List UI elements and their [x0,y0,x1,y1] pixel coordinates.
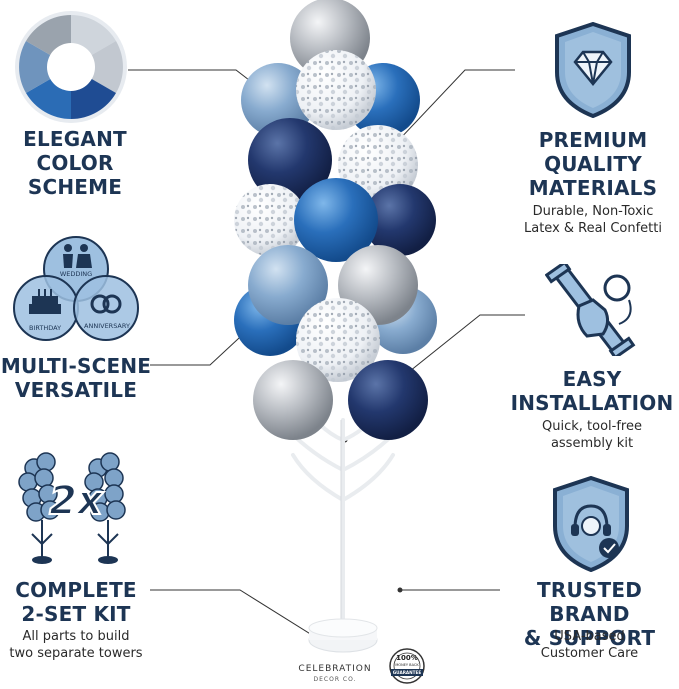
guarantee-top: 100% [396,654,418,662]
kit-title: COMPLETE 2-SET KIT [15,578,137,626]
brand-subtitle: DECOR CO. [313,676,357,683]
balloon-tower [234,0,437,653]
scene-label-birthday: BIRTHDAY [28,324,62,332]
brand-name: CELEBRATION [298,664,372,674]
two-x-badge: 2x [48,477,104,525]
scene-label-anniversary: ANNIVERSARY [84,322,130,330]
scene-venn-icon: WEDDING BIRTHDAY ANNIVERSARY [12,236,140,342]
guarantee-mid: MONEY BACK [395,663,419,667]
support-title: TRUSTED BRAND & SUPPORT [523,578,656,650]
installation-title: EASY INSTALLATION [510,367,674,415]
diamond-shield-icon [553,22,633,118]
installation-description: Quick, tool-free assembly kit [542,419,642,451]
versatile-title: MULTI-SCENE VERSATILE [0,354,152,402]
birthday-cake-icon [29,289,61,314]
materials-description: Durable, Non-Toxic Latex & Real Confetti [524,204,662,236]
two-towers-icon: 2x [14,450,134,570]
support-description: USA-based Customer Care [540,629,639,661]
guarantee-label: GUARANTEE [392,670,422,675]
color-scheme-wheel-icon [14,10,128,124]
support-shield-icon [551,476,631,572]
tool-install-icon [545,264,640,356]
anniversary-rings-icon [90,294,122,314]
scene-label-wedding: WEDDING [59,270,93,278]
color-scheme-title: ELEGANT COLOR SCHEME [23,127,127,199]
wedding-couple-icon [63,244,92,268]
kit-description: All parts to build two separate towers [9,629,143,661]
guarantee-seal: 100% MONEY BACK GUARANTEE [389,648,425,684]
materials-title: PREMIUM QUALITY MATERIALS [528,128,658,200]
